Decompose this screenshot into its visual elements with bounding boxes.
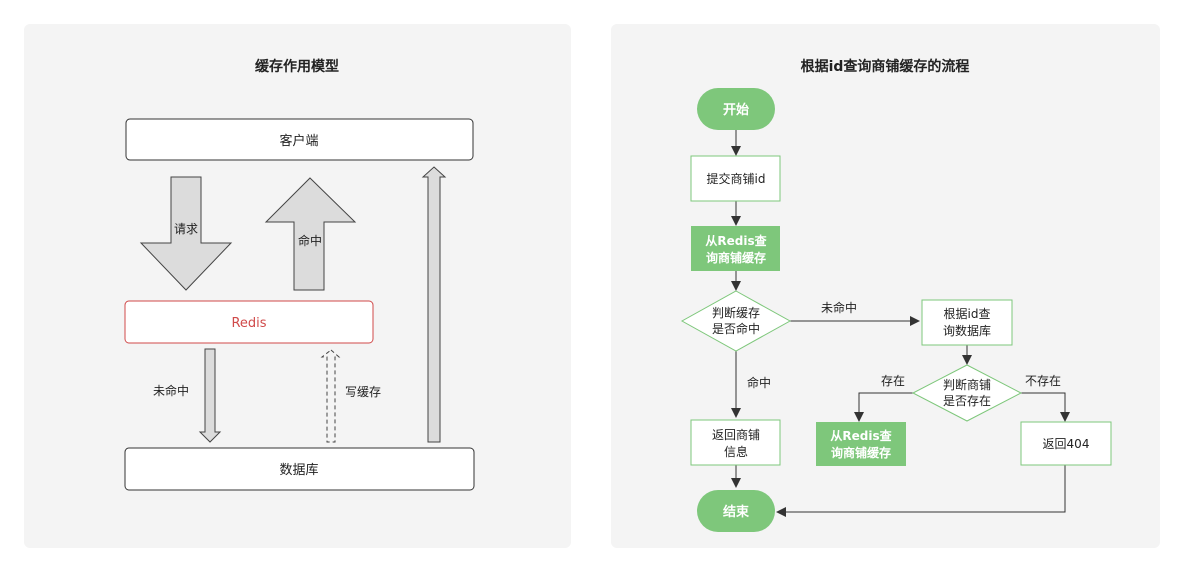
write-redis-node [816, 422, 906, 466]
judge-exist-line1: 判断商铺 [943, 377, 991, 392]
judge-exist-diamond [911, 364, 1023, 422]
return-info-line1: 返回商铺 [712, 427, 760, 442]
start-label: 开始 [723, 102, 749, 118]
client-box [125, 118, 474, 161]
judge-hit-diamond [680, 290, 792, 352]
miss-arrow [198, 348, 222, 443]
database-box [124, 447, 475, 491]
request-label: 请求 [174, 222, 198, 236]
start-node [697, 88, 775, 130]
end-label: 结束 [723, 504, 750, 520]
judge-exist-line2: 是否存在 [943, 394, 991, 408]
miss-edge-label: 未命中 [821, 300, 857, 315]
database-label: 数据库 [279, 462, 318, 478]
request-arrow [139, 176, 233, 291]
not-exist-edge-label: 不存在 [1025, 374, 1061, 388]
client-label: 客户端 [279, 133, 318, 149]
edge-404-end [776, 465, 1066, 517]
hit-label: 命中 [298, 233, 322, 248]
db-to-client-arrow [421, 166, 447, 443]
submit-shop-id-node [690, 155, 781, 202]
query-db-node [921, 299, 1013, 346]
exist-edge-label: 存在 [881, 374, 905, 388]
write-redis-line2: 询商铺缓存 [831, 445, 891, 460]
edge-notexist-404 [1021, 392, 1070, 422]
return-info-node [690, 419, 781, 466]
hit-edge-label: 命中 [747, 375, 771, 390]
return-info-line2: 信息 [724, 444, 748, 459]
miss-label: 未命中 [153, 383, 189, 398]
end-node [697, 490, 775, 532]
query-db-line2: 询数据库 [943, 323, 991, 338]
right-title: 根据id查询商铺缓存的流程 [801, 58, 970, 75]
left-title: 缓存作用模型 [255, 58, 339, 75]
write-cache-arrow [320, 349, 341, 443]
hit-arrow [264, 177, 357, 291]
redis-box [124, 300, 374, 344]
write-cache-label: 写缓存 [345, 385, 381, 399]
return-404-node [1020, 421, 1112, 466]
redis-label: Redis [231, 316, 266, 331]
edge-exist-write [854, 392, 913, 422]
query-redis-line1: 从Redis查 [705, 233, 767, 248]
write-redis-line1: 从Redis查 [830, 428, 892, 443]
query-redis-node [691, 226, 780, 271]
submit-label: 提交商铺id [707, 171, 766, 186]
judge-hit-line2: 是否命中 [712, 321, 760, 336]
query-db-line1: 根据id查 [944, 307, 991, 321]
return-404-label: 返回404 [1043, 437, 1090, 451]
judge-hit-line1: 判断缓存 [712, 305, 760, 320]
query-redis-line2: 询商铺缓存 [706, 250, 766, 265]
